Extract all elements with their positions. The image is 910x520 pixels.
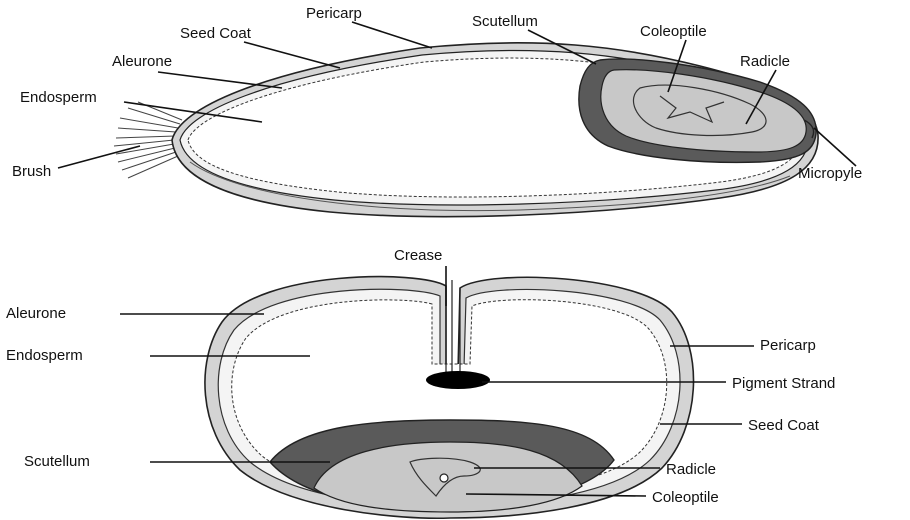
leader-long-brush xyxy=(58,146,140,168)
label-cross-aleurone: Aleurone xyxy=(6,305,66,322)
label-long-endosperm: Endosperm xyxy=(20,89,97,106)
label-long-pericarp: Pericarp xyxy=(306,5,362,22)
longitudinal-section xyxy=(114,43,818,217)
leader-long-aleurone xyxy=(158,72,282,88)
label-long-brush: Brush xyxy=(12,163,51,180)
cross-coleoptile-dot xyxy=(440,474,448,482)
label-long-aleurone: Aleurone xyxy=(112,53,172,70)
label-cross-seed-coat: Seed Coat xyxy=(748,417,820,434)
leader-long-micropyle xyxy=(814,128,856,166)
label-cross-crease: Crease xyxy=(394,247,442,264)
leader-long-seed-coat xyxy=(244,42,340,68)
label-cross-pigment-strand: Pigment Strand xyxy=(732,375,835,392)
leader-long-pericarp xyxy=(352,22,432,48)
label-long-seed-coat: Seed Coat xyxy=(180,25,252,42)
label-long-radicle: Radicle xyxy=(740,53,790,70)
label-cross-radicle: Radicle xyxy=(666,461,716,478)
label-cross-pericarp: Pericarp xyxy=(760,337,816,354)
label-long-coleoptile: Coleoptile xyxy=(640,23,707,40)
label-long-micropyle: Micropyle xyxy=(798,165,862,182)
cross-section xyxy=(205,277,694,519)
label-cross-coleoptile: Coleoptile xyxy=(652,489,719,506)
label-cross-scutellum: Scutellum xyxy=(24,453,90,470)
cross-pigment-strand xyxy=(426,371,490,389)
label-long-scutellum: Scutellum xyxy=(472,13,538,30)
label-cross-endosperm: Endosperm xyxy=(6,347,83,364)
